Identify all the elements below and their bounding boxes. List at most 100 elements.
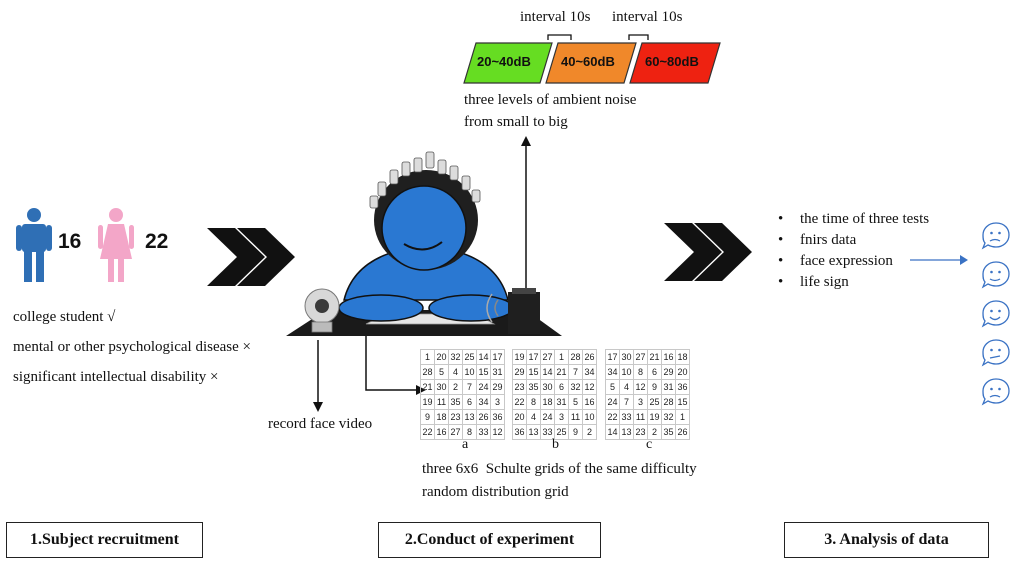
grid-cell: 4 [526,409,541,425]
face-expression-icon [981,261,1010,289]
grid-cell: 27 [448,424,463,440]
interval-label-2: interval 10s [612,9,683,25]
grid-cell: 14 [476,349,491,365]
grid-label-b: b [552,437,559,452]
grid-cell: 6 [462,394,477,410]
grid-cell: 15 [476,364,491,380]
webcam-icon [304,288,340,333]
grid-cell: 13 [526,424,541,440]
grid-cell: 13 [619,424,634,440]
grid-cell: 5 [568,394,583,410]
grid-cell: 21 [554,364,569,380]
analysis-item: face expression [778,251,929,272]
grid-cell: 28 [420,364,435,380]
grid-cell: 11 [568,409,583,425]
grid-cell: 34 [476,394,491,410]
grid-cell: 13 [462,409,477,425]
grid-cell: 18 [675,349,690,365]
grid-cell: 31 [661,379,676,395]
grid-cell: 32 [448,349,463,365]
noise-level-high [629,42,721,84]
grid-cell: 5 [434,364,449,380]
analysis-item: the time of three tests [778,209,929,230]
grid-cell: 19 [647,409,662,425]
grid-cell: 15 [526,364,541,380]
grid-cell: 7 [568,364,583,380]
interval-brackets [547,34,649,40]
noise-caption-line2: from small to big [464,114,568,130]
male-count: 16 [58,230,82,253]
grid-cell: 36 [512,424,527,440]
grid-cell: 19 [512,349,527,365]
grid-cell: 17 [490,349,505,365]
grid-cell: 20 [675,364,690,380]
grid-cell: 26 [476,409,491,425]
grid-cell: 10 [462,364,477,380]
noise-level-high-label: 60~80dB [645,54,699,69]
grid-caption-line2: random distribution grid [422,484,569,500]
speaker-icon [486,288,540,334]
criterion-psychological-disease: mental or other psychological disease × [13,339,251,355]
grid-cell: 29 [661,364,676,380]
step-conduct-of-experiment: 2.Conduct of experiment [378,522,601,558]
grid-cell: 30 [540,379,555,395]
grid-cell: 8 [633,364,648,380]
desk-to-grids-arrow [365,336,426,395]
grid-cell: 17 [526,349,541,365]
noise-level-low-label: 20~40dB [477,54,531,69]
grid-cell: 10 [582,409,597,425]
face-expression-arrow [910,255,968,265]
grid-cell: 35 [661,424,676,440]
grid-cell: 4 [619,379,634,395]
interval-label-1: interval 10s [520,9,591,25]
grid-cell: 14 [540,364,555,380]
grid-cell: 6 [647,364,662,380]
grid-cell: 8 [462,424,477,440]
grid-cell: 14 [605,424,620,440]
grid-cell: 29 [512,364,527,380]
grid-cell: 8 [526,394,541,410]
noise-levels [463,42,721,84]
grid-cell: 35 [526,379,541,395]
grid-cell: 30 [619,349,634,365]
grid-cell: 34 [605,364,620,380]
grid-cell: 16 [434,424,449,440]
grid-cell: 32 [568,379,583,395]
grid-cell: 25 [462,349,477,365]
analysis-item: fnirs data [778,230,929,251]
grid-cell: 19 [420,394,435,410]
grid-cell: 12 [490,424,505,440]
grid-cell: 24 [540,409,555,425]
face-expression-icon [981,300,1010,328]
grid-cell: 29 [490,379,505,395]
grid-cell: 6 [554,379,569,395]
grid-cell: 27 [633,349,648,365]
grid-caption-line1: three 6x6 Schulte grids of the same diff… [422,461,697,477]
male-person-icon [16,208,52,282]
step-analysis-of-data: 3. Analysis of data [784,522,989,558]
female-person-icon [98,208,134,282]
analysis-item: life sign [778,272,929,293]
grid-cell: 9 [568,424,583,440]
step-subject-recruitment: 1.Subject recruitment [6,522,203,558]
grid-cell: 23 [512,379,527,395]
grid-cell: 24 [605,394,620,410]
grid-cell: 28 [661,394,676,410]
grid-cell: 11 [434,394,449,410]
grid-cell: 28 [568,349,583,365]
grid-cell: 9 [647,379,662,395]
